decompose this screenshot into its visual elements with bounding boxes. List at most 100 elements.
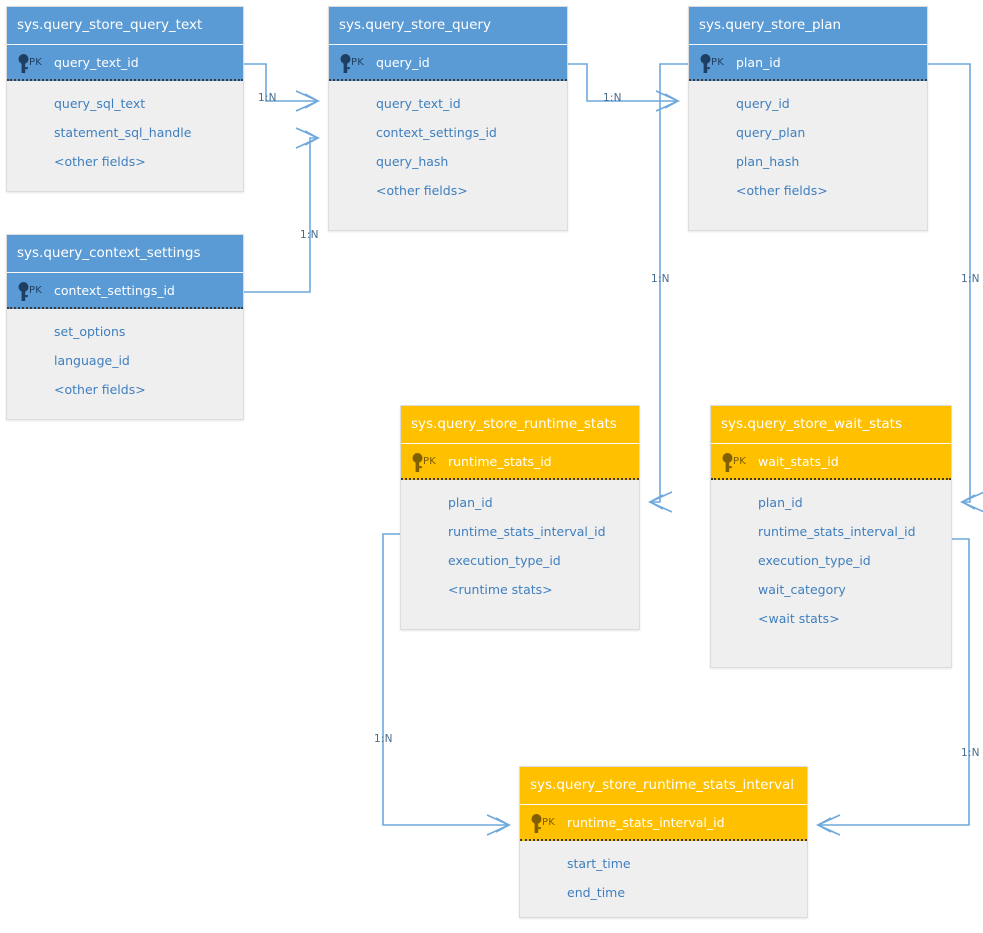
- field-row[interactable]: context_settings_id: [376, 125, 497, 140]
- field-row[interactable]: query_id: [736, 96, 790, 111]
- cardinality-label: 1:N: [961, 273, 980, 285]
- entity-title: sys.query_store_runtime_stats_interval: [520, 767, 807, 804]
- field-row[interactable]: query_plan: [736, 125, 806, 140]
- title-divider: [329, 44, 567, 45]
- field-list: query_sql_text statement_sql_handle <other…: [7, 81, 243, 186]
- cardinality-label: 1:N: [603, 92, 622, 104]
- cardinality-label: 1:N: [258, 92, 277, 104]
- pk-tag: PK: [351, 57, 364, 68]
- entity-title: sys.query_context_settings: [7, 235, 243, 272]
- field-list: plan_id runtime_stats_interval_id executio…: [401, 480, 639, 614]
- field-row[interactable]: execution_type_id: [448, 553, 561, 568]
- crowsfoot-arrowhead: [960, 491, 983, 513]
- crowsfoot-arrowhead: [295, 90, 320, 112]
- field-list: plan_id runtime_stats_interval_id executio…: [711, 480, 951, 643]
- field-row[interactable]: <wait stats>: [758, 611, 840, 626]
- primary-key-label: plan_id: [736, 55, 781, 70]
- field-row[interactable]: runtime_stats_interval_id: [758, 524, 916, 539]
- primary-key-row[interactable]: PK query_id: [329, 45, 567, 81]
- title-divider: [689, 44, 927, 45]
- relationship-query_text-to-query: [244, 63, 320, 112]
- crowsfoot-arrowhead: [295, 127, 320, 149]
- field-row[interactable]: <runtime stats>: [448, 582, 553, 597]
- key-icon: [18, 54, 29, 73]
- primary-key-label: runtime_stats_id: [448, 454, 552, 469]
- primary-key-row[interactable]: PK runtime_stats_interval_id: [520, 805, 807, 841]
- primary-key-label: runtime_stats_interval_id: [567, 815, 725, 830]
- primary-key-label: query_text_id: [54, 55, 139, 70]
- crowsfoot-arrowhead: [486, 814, 511, 836]
- key-icon: [531, 814, 542, 833]
- primary-key-label: query_id: [376, 55, 430, 70]
- field-row[interactable]: query_hash: [376, 154, 449, 169]
- field-row[interactable]: language_id: [54, 353, 130, 368]
- relationship-line: [568, 63, 678, 102]
- crowsfoot-arrowhead: [664, 93, 680, 109]
- title-divider: [7, 44, 243, 45]
- field-row[interactable]: execution_type_id: [758, 553, 871, 568]
- field-row[interactable]: <other fields>: [736, 183, 828, 198]
- key-icon: [18, 282, 29, 301]
- title-divider: [711, 443, 951, 444]
- relationship-line: [244, 137, 318, 293]
- entity-title: sys.query_store_query_text: [7, 7, 243, 44]
- title-divider: [401, 443, 639, 444]
- title-divider: [520, 804, 807, 805]
- field-row[interactable]: plan_hash: [736, 154, 800, 169]
- primary-key-label: context_settings_id: [54, 283, 175, 298]
- field-row[interactable]: runtime_stats_interval_id: [448, 524, 606, 539]
- field-row[interactable]: plan_id: [758, 495, 803, 510]
- key-icon: [722, 453, 733, 472]
- pk-tag: PK: [423, 456, 436, 467]
- primary-key-label: wait_stats_id: [758, 454, 839, 469]
- field-row[interactable]: query_text_id: [376, 96, 461, 111]
- crowsfoot-arrowhead: [960, 494, 976, 510]
- field-row[interactable]: plan_id: [448, 495, 493, 510]
- cardinality-label: 1:N: [651, 273, 670, 285]
- primary-key-row[interactable]: PK query_text_id: [7, 45, 243, 81]
- field-list: start_time end_time: [520, 841, 807, 917]
- key-icon: [340, 54, 351, 73]
- pk-tag: PK: [711, 57, 724, 68]
- field-list: query_id query_plan plan_hash <other fields…: [689, 81, 927, 215]
- title-divider: [7, 272, 243, 273]
- cardinality-label: 1:N: [374, 733, 393, 745]
- field-row[interactable]: <other fields>: [54, 382, 146, 397]
- primary-key-row[interactable]: PK runtime_stats_id: [401, 444, 639, 480]
- pk-tag: PK: [542, 817, 555, 828]
- field-row[interactable]: <other fields>: [54, 154, 146, 169]
- crowsfoot-arrowhead: [816, 814, 841, 836]
- cardinality-label: 1:N: [961, 747, 980, 759]
- crowsfoot-arrowhead: [304, 130, 320, 146]
- cardinality-label: 1:N: [300, 229, 319, 241]
- key-icon: [412, 453, 423, 472]
- field-row[interactable]: wait_category: [758, 582, 846, 597]
- field-row[interactable]: end_time: [567, 885, 626, 900]
- field-list: query_text_id context_settings_id query_ha…: [329, 81, 567, 215]
- entity-title: sys.query_store_wait_stats: [711, 406, 951, 443]
- pk-tag: PK: [29, 57, 42, 68]
- pk-tag: PK: [733, 456, 746, 467]
- field-row[interactable]: start_time: [567, 856, 631, 871]
- field-row[interactable]: statement_sql_handle: [54, 125, 192, 140]
- crowsfoot-arrowhead: [304, 93, 320, 109]
- crowsfoot-arrowhead: [495, 817, 511, 833]
- field-row[interactable]: set_options: [54, 324, 126, 339]
- relationship-line: [244, 63, 318, 102]
- primary-key-row[interactable]: PK wait_stats_id: [711, 444, 951, 480]
- crowsfoot-arrowhead: [655, 90, 680, 112]
- primary-key-row[interactable]: PK plan_id: [689, 45, 927, 81]
- key-icon: [700, 54, 711, 73]
- field-row[interactable]: <other fields>: [376, 183, 468, 198]
- crowsfoot-arrowhead: [816, 817, 832, 833]
- field-row[interactable]: query_sql_text: [54, 96, 146, 111]
